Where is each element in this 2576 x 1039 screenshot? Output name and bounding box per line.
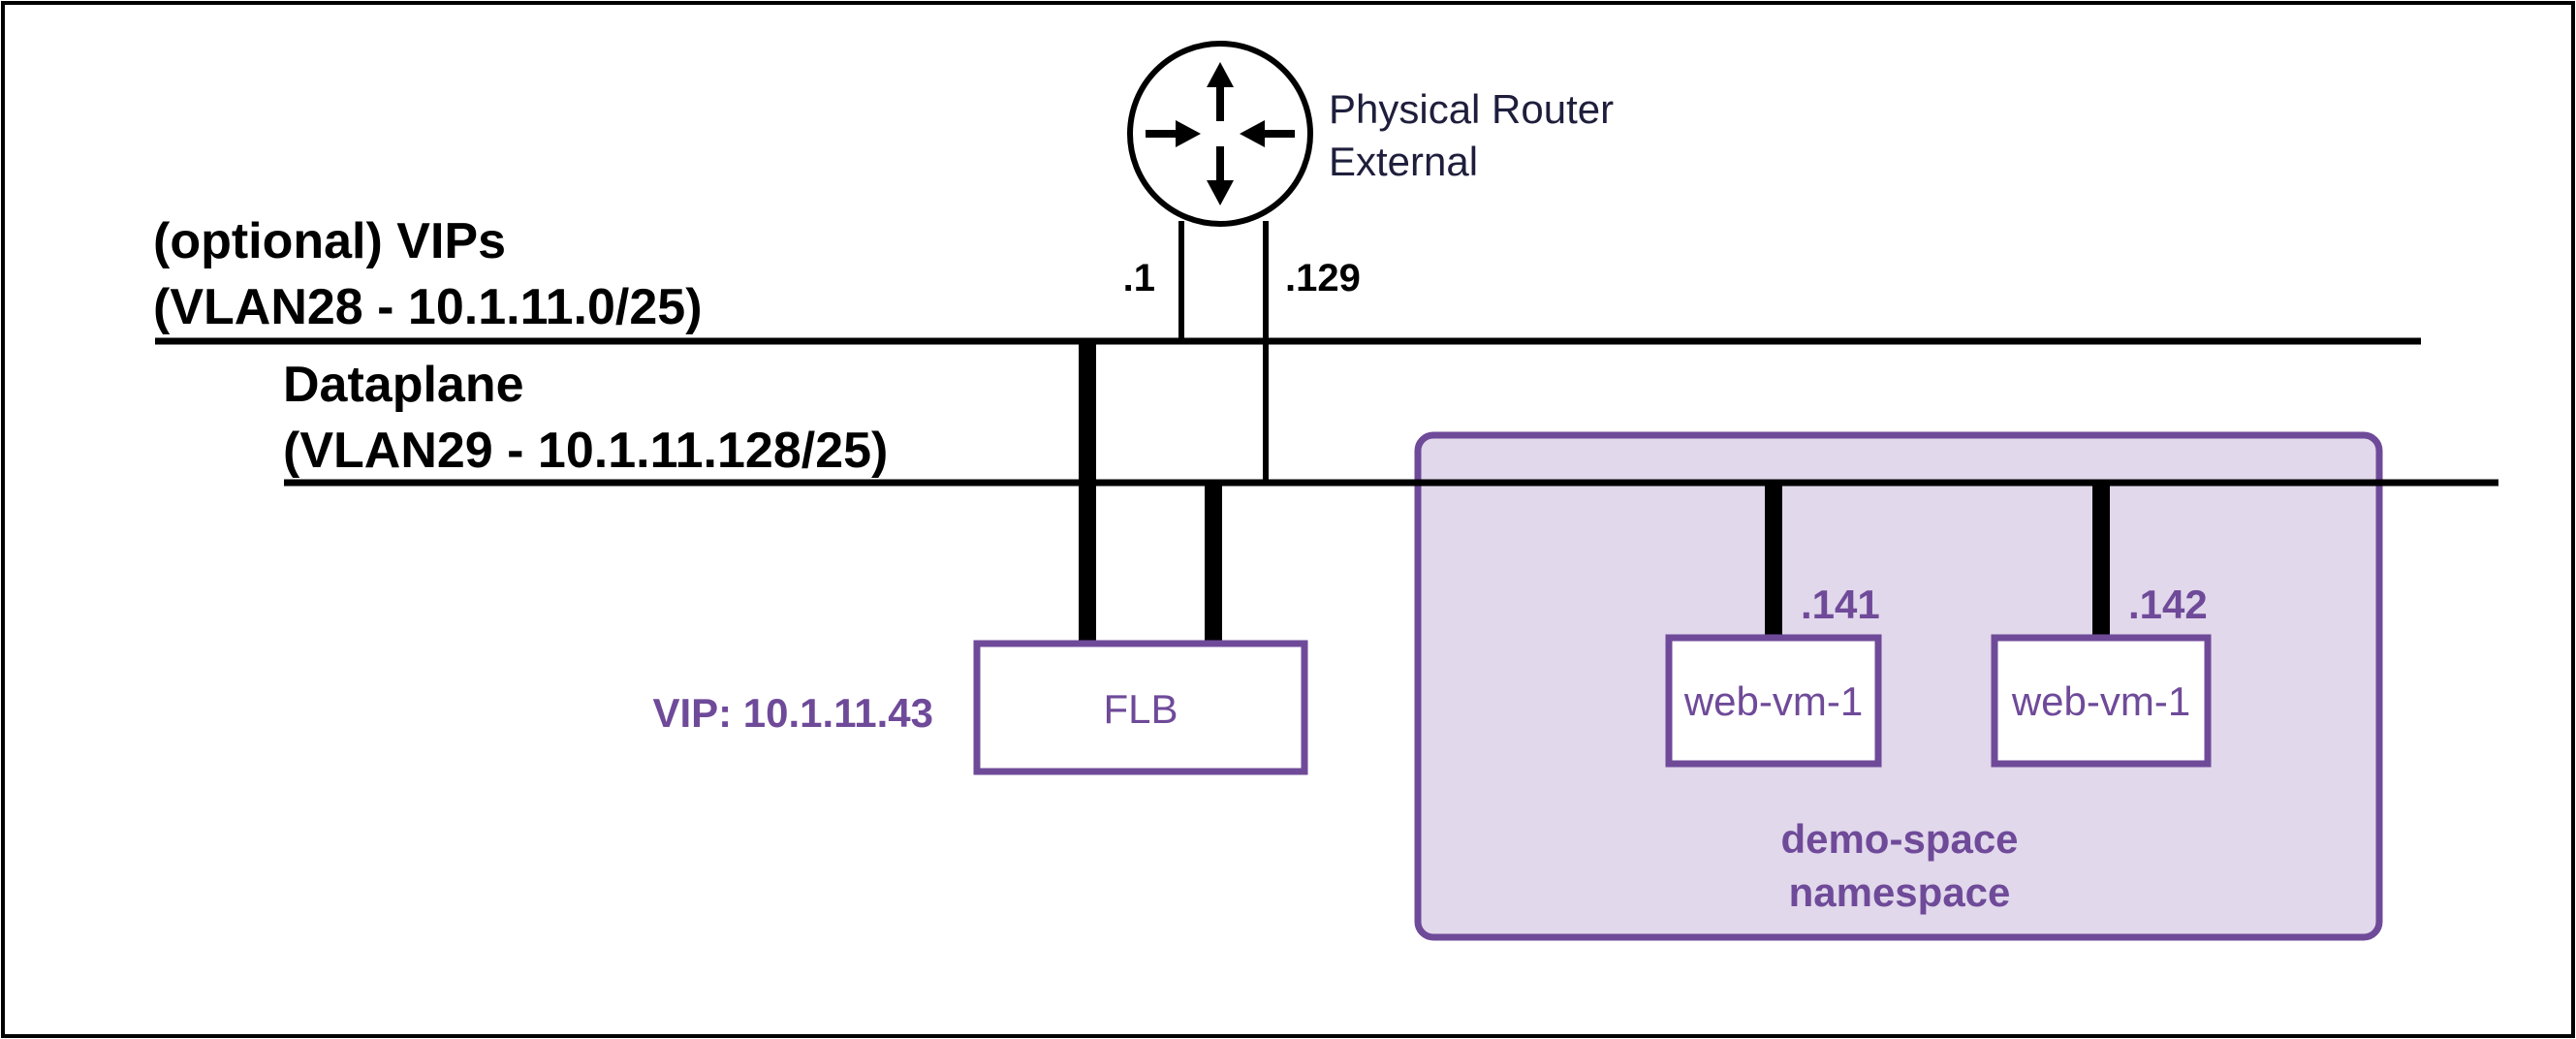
vm-ip-1: .141 [1801,582,1880,627]
flb-node[interactable]: FLB [973,640,1308,775]
dataplane-label-line2: (VLAN29 - 10.1.11.128/25) [283,423,888,479]
vip-network-label-line2: (VLAN28 - 10.1.11.0/25) [153,279,703,335]
flb-box [973,640,1308,775]
dataplane-label-line1: Dataplane [283,357,524,413]
flb-links [1079,341,1222,644]
flb-label: FLB [1103,686,1178,732]
router-uplinks [1178,221,1269,485]
vm-node-2[interactable]: web-vm-1 [1991,634,2212,768]
router-arrows-icon [1146,62,1295,205]
router-port-right: .129 [1285,257,1361,299]
router-icon [1127,41,1313,227]
vm-label-1: web-vm-1 [1683,678,1863,724]
router-node[interactable] [1127,41,1313,227]
namespace-box [1414,431,2383,941]
router-label-line2: External [1329,139,1478,184]
vm-ip-2: .142 [2128,582,2208,627]
namespace-label-line1: demo-space [1780,816,2018,862]
vip-network-label-line1: (optional) VIPs [153,213,506,269]
vm-links [1765,483,2110,638]
router-label-line1: Physical Router [1329,86,1614,132]
vm-box-2 [1991,634,2212,768]
vm-box-1 [1665,634,1882,768]
namespace-label-line2: namespace [1789,869,2011,915]
vm-node-1[interactable]: web-vm-1 [1665,634,1882,768]
router-port-left: .1 [1123,257,1155,299]
flb-vip-label: VIP: 10.1.11.43 [652,690,933,736]
vm-label-2: web-vm-1 [2011,678,2190,724]
